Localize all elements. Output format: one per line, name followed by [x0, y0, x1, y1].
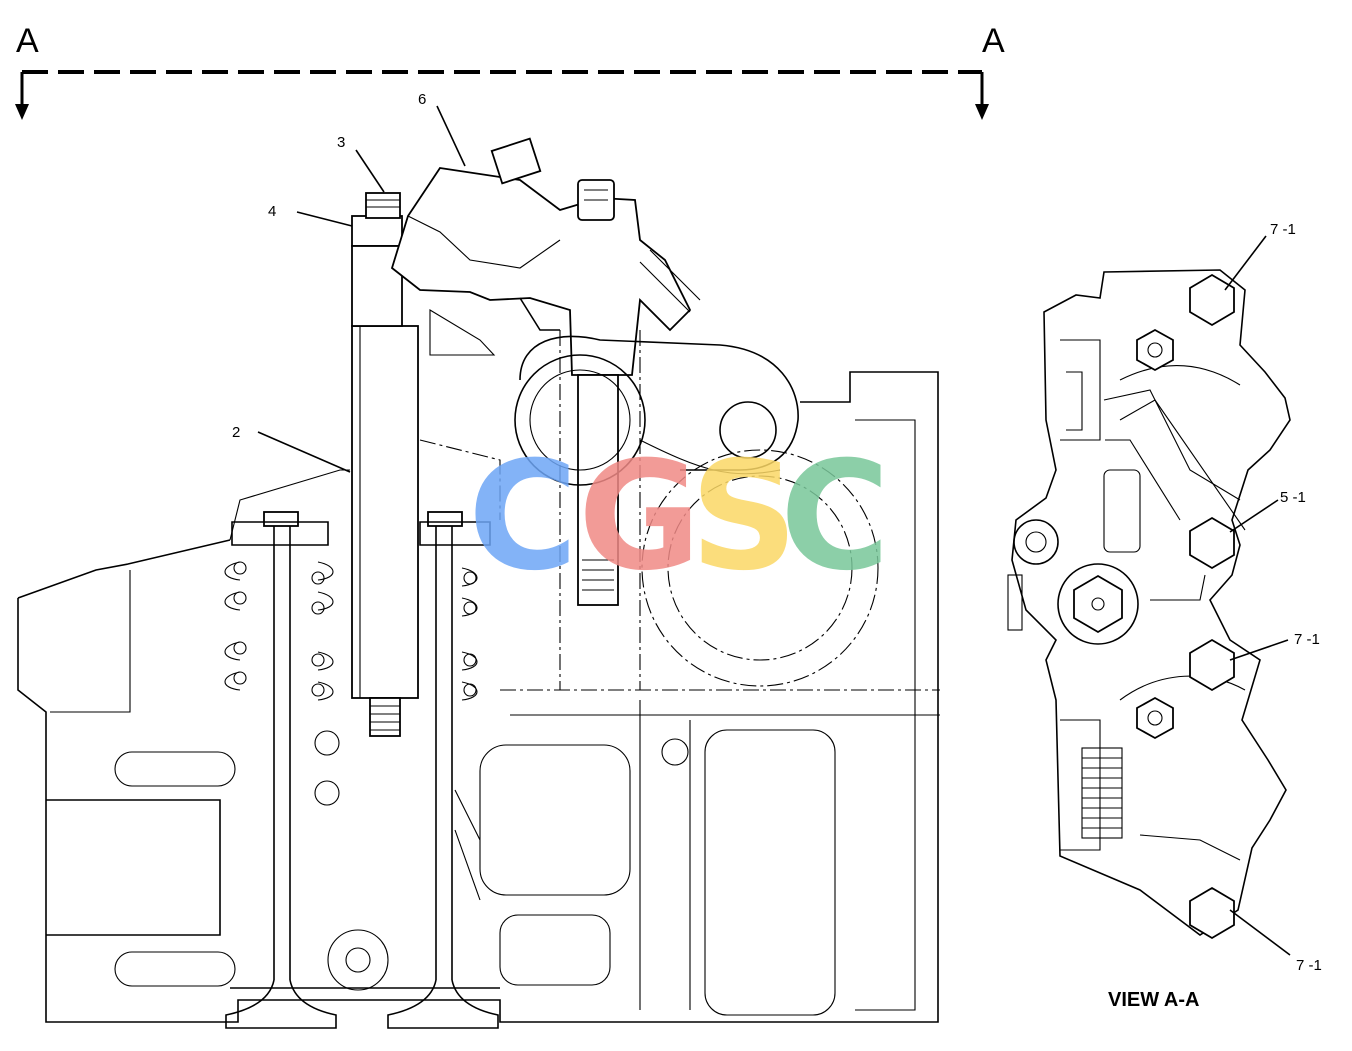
callout-7-1-mid: 7 -1: [1294, 631, 1320, 648]
injector-body-part-6: [390, 137, 701, 606]
view-title: VIEW A-A: [1108, 989, 1199, 1011]
view-a-a-drawing: [1007, 269, 1291, 940]
stud-and-nut-part-3-4: [351, 192, 403, 327]
section-arrow-left-icon: [15, 104, 29, 120]
callout-3: 3: [337, 134, 345, 151]
watermark-letter-1: C: [468, 430, 578, 604]
cylinder-head-section: [17, 137, 940, 1029]
section-marker-left: A: [16, 22, 39, 60]
callout-leaders-right: [1224, 235, 1291, 956]
callout-5-1: 5 -1: [1280, 489, 1306, 506]
watermark-letter-3: S: [690, 430, 798, 604]
callout-leaders-left: [257, 105, 466, 473]
callout-7-1-top: 7 -1: [1270, 221, 1296, 238]
callout-6: 6: [418, 91, 426, 108]
section-arrow-right-icon: [975, 104, 989, 120]
watermark-letter-4: C: [780, 430, 890, 604]
right-valve-assembly: [387, 511, 499, 1029]
rocker-shaft-bore: [514, 335, 799, 486]
callout-7-1-bottom: 7 -1: [1296, 957, 1322, 974]
callout-2: 2: [232, 424, 240, 441]
section-line: [15, 70, 989, 120]
section-marker-right: A: [982, 22, 1005, 60]
watermark-letter-2: G: [578, 430, 701, 604]
left-valve-assembly: [224, 511, 337, 1029]
injector-sleeve-part-2: [351, 325, 419, 737]
callout-4: 4: [268, 203, 276, 220]
watermark: C G S C: [468, 430, 890, 604]
